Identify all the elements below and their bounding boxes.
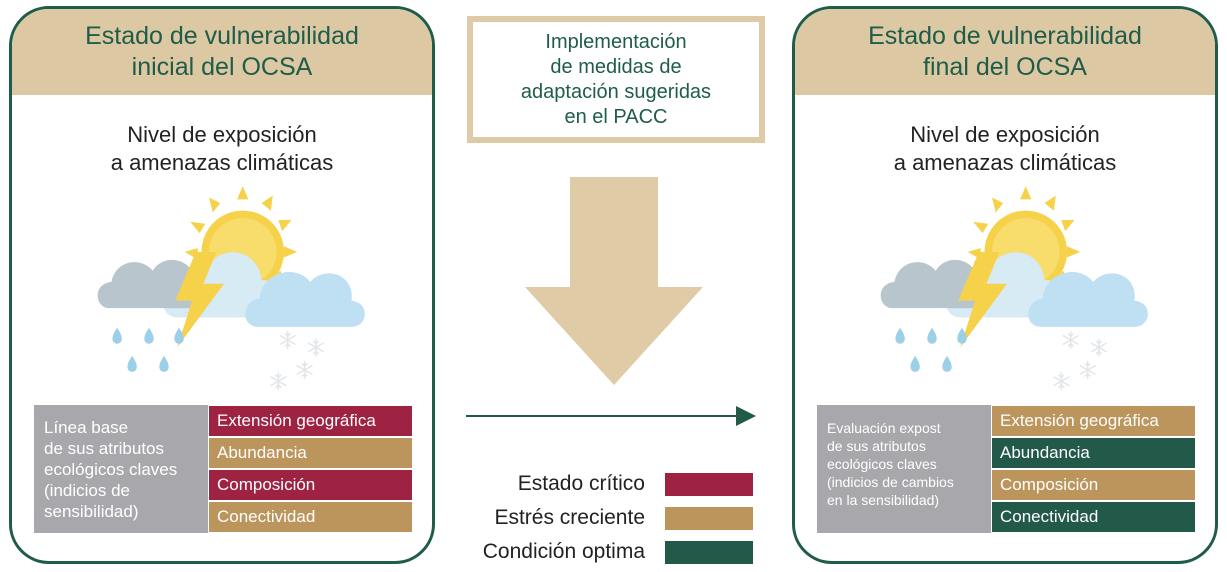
evaluation-line: de sus atributos <box>827 438 926 454</box>
legend-swatch <box>665 473 753 496</box>
evaluation-line: Evaluación expost <box>827 420 941 436</box>
final-state-panel: Estado de vulnerabilidad final del OCSA … <box>792 6 1218 564</box>
implementation-line: Implementación <box>545 30 687 53</box>
climate-threats-illustration <box>74 179 374 409</box>
implementation-line: adaptación sugeridas <box>520 80 712 103</box>
baseline-line: sensibilidad) <box>44 502 139 521</box>
legend-label: Estrés creciente <box>494 506 645 529</box>
evaluation-line: (indicios de cambios <box>827 474 954 490</box>
climate-threats-illustration <box>857 179 1157 409</box>
legend-item-stress: Estrés creciente <box>440 504 760 536</box>
legend: Estado crítico Estrés creciente Condició… <box>440 470 760 572</box>
attribute-abundance: Abundancia <box>992 438 1195 468</box>
attribute-composition: Composición <box>992 470 1195 500</box>
evaluation-line: ecológicos claves <box>827 456 937 472</box>
down-arrow-icon <box>525 177 703 385</box>
panel-title: Estado de vulnerabilidad inicial del OCS… <box>12 9 432 95</box>
exposure-line: Nivel de exposición <box>910 122 1100 147</box>
implementation-line: de medidas de <box>550 55 682 78</box>
attribute-extension: Extensión geográfica <box>209 406 412 436</box>
legend-swatch <box>665 507 753 530</box>
baseline-line: Línea base <box>44 418 129 437</box>
baseline-line: de sus atributos <box>44 439 165 458</box>
attribute-connectivity: Conectividad <box>992 502 1195 532</box>
exposure-heading: Nivel de exposición a amenazas climática… <box>795 121 1215 177</box>
evaluation-box: Evaluación expost de sus atributos ecoló… <box>817 405 991 533</box>
initial-state-panel: Estado de vulnerabilidad inicial del OCS… <box>9 6 435 564</box>
implementation-box: Implementación de medidas de adaptación … <box>467 16 765 143</box>
exposure-line: a amenazas climáticas <box>110 150 334 175</box>
exposure-line: a amenazas climáticas <box>893 150 1117 175</box>
implementation-line: en el PACC <box>564 105 668 128</box>
panel-title: Estado de vulnerabilidad final del OCSA <box>795 9 1215 95</box>
right-arrow-icon <box>466 406 756 426</box>
legend-swatch <box>665 541 753 564</box>
evaluation-line: en la sensibilidad) <box>827 492 940 508</box>
attribute-abundance: Abundancia <box>209 438 412 468</box>
baseline-line: (indicios de <box>44 481 130 500</box>
baseline-box: Línea base de sus atributos ecológicos c… <box>34 405 208 533</box>
title-line: Estado de vulnerabilidad <box>868 22 1142 50</box>
legend-item-optimal: Condición optima <box>440 538 760 570</box>
legend-label: Condición optima <box>482 540 645 563</box>
baseline-line: ecológicos claves <box>44 460 178 479</box>
attribute-list: Extensión geográfica Abundancia Composic… <box>992 406 1195 534</box>
attribute-list: Extensión geográfica Abundancia Composic… <box>209 406 412 534</box>
title-line: final del OCSA <box>923 53 1087 81</box>
attribute-connectivity: Conectividad <box>209 502 412 532</box>
legend-item-critical: Estado crítico <box>440 470 760 502</box>
legend-label: Estado crítico <box>517 472 645 495</box>
exposure-heading: Nivel de exposición a amenazas climática… <box>12 121 432 177</box>
title-line: Estado de vulnerabilidad <box>85 22 359 50</box>
attribute-extension: Extensión geográfica <box>992 406 1195 436</box>
exposure-line: Nivel de exposición <box>127 122 317 147</box>
title-line: inicial del OCSA <box>131 53 313 81</box>
attribute-composition: Composición <box>209 470 412 500</box>
